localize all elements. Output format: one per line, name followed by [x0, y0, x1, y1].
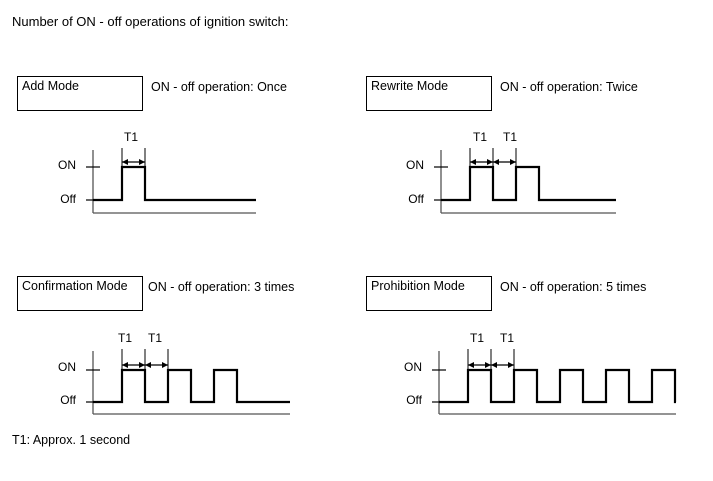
waveform-prohibition-mode [424, 341, 684, 423]
mode-label: Rewrite Mode [371, 79, 449, 93]
t1-label-1: T1 [473, 130, 488, 144]
footnote-t1: T1: Approx. 1 second [12, 433, 131, 447]
panel-confirmation-mode: Confirmation Mode ON - off operation: 3 … [0, 200, 356, 440]
mode-box-add-mode: Add Mode [17, 76, 143, 111]
axis-label-off: Off [406, 393, 422, 407]
t1-label: T1 [124, 130, 139, 144]
waveform-add-mode [78, 140, 278, 222]
axis-label-on: ON [58, 360, 76, 374]
axis-label-off: Off [60, 393, 76, 407]
t1-label-2: T1 [503, 130, 518, 144]
t1-label-1: T1 [470, 331, 485, 345]
waveform-confirmation-mode [78, 341, 308, 423]
mode-label: Add Mode [22, 79, 79, 93]
waveform-rewrite-mode [426, 140, 636, 222]
mode-box-rewrite-mode: Rewrite Mode [366, 76, 492, 111]
operation-text-add-mode: ON - off operation: Once [151, 80, 287, 94]
operation-text-rewrite-mode: ON - off operation: Twice [500, 80, 638, 94]
axis-label-on: ON [58, 158, 76, 172]
t1-label-1: T1 [118, 331, 133, 345]
mode-box-confirmation-mode: Confirmation Mode [17, 276, 143, 311]
page-title: Number of ON - off operations of ignitio… [12, 14, 289, 29]
mode-label: Confirmation Mode [22, 279, 128, 293]
axis-label-off: Off [60, 192, 76, 206]
axis-label-off: Off [408, 192, 424, 206]
mode-box-prohibition-mode: Prohibition Mode [366, 276, 492, 311]
panel-prohibition-mode: Prohibition Mode ON - off operation: 5 t… [356, 200, 713, 440]
t1-label-2: T1 [500, 331, 515, 345]
panel-rewrite-mode: Rewrite Mode ON - off operation: Twice O… [356, 0, 713, 240]
axis-label-on: ON [406, 158, 424, 172]
axis-label-on: ON [404, 360, 422, 374]
mode-label: Prohibition Mode [371, 279, 465, 293]
operation-text-confirmation-mode: ON - off operation: 3 times [148, 280, 295, 294]
t1-label-2: T1 [148, 331, 163, 345]
operation-text-prohibition-mode: ON - off operation: 5 times [500, 280, 647, 294]
panel-add-mode: Add Mode ON - off operation: Once ON Off… [0, 0, 356, 240]
